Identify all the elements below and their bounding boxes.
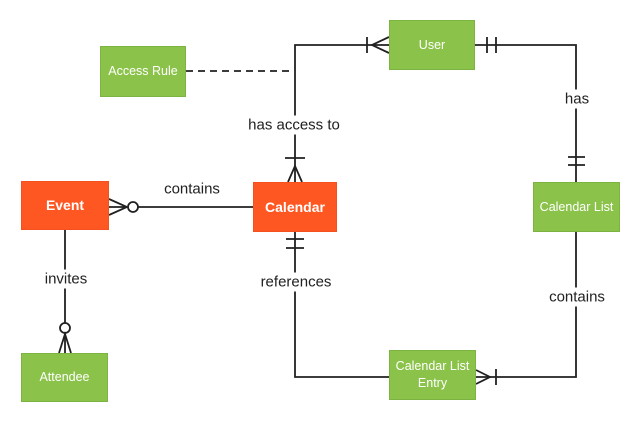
entity-label: Access Rule [108, 64, 178, 79]
connector-event-contains-calendar [108, 198, 253, 216]
connector-line [476, 232, 577, 378]
one-and-only-one-bars-icon [286, 238, 304, 249]
entity-label: User [418, 37, 446, 52]
connector-line [294, 44, 389, 182]
relationship-label-has-access-to: has access to [243, 115, 345, 135]
crow-foot-many-icon [369, 36, 390, 54]
connector-line [475, 44, 577, 182]
relationship-label-invites: invites [39, 269, 93, 289]
entity-access-rule[interactable]: Access Rule [100, 46, 186, 97]
connector-calendar-list-contains-entry [475, 232, 577, 385]
one-and-only-one-bars-icon [486, 37, 497, 53]
relationship-label-references: references [255, 272, 337, 292]
relationship-label-contains: contains [159, 179, 225, 199]
relationship-label-has: has [559, 89, 595, 109]
entity-label: Attendee [39, 370, 90, 385]
relationship-label-contains: contains [544, 287, 610, 307]
connector-line [294, 232, 389, 378]
crow-foot-many-icon [287, 163, 303, 183]
one-and-only-one-bars-icon [568, 156, 585, 166]
crow-foot-many-icon [58, 331, 72, 354]
entity-calendar-list[interactable]: Calendar List [533, 182, 620, 232]
entity-user[interactable]: User [389, 20, 475, 70]
connector-user-has-calendar-list [475, 37, 585, 182]
entity-attendee[interactable]: Attendee [21, 353, 108, 402]
connector-calendar-references-entry [286, 232, 389, 378]
entity-label: Calendar List [539, 199, 614, 214]
entity-label: Calendar [265, 198, 325, 215]
connector-calendar-has-access-to-user [285, 36, 390, 183]
entity-calendar-list-entry[interactable]: Calendar List Entry [389, 350, 476, 400]
entity-label: Calendar List Entry [395, 359, 470, 390]
entity-calendar[interactable]: Calendar [253, 182, 337, 232]
crow-foot-many-icon [108, 198, 130, 216]
entity-event[interactable]: Event [21, 181, 109, 230]
zero-or-many-circle-icon [127, 201, 139, 213]
crow-foot-many-icon [475, 369, 493, 385]
entity-label: Event [45, 197, 85, 214]
connector-event-invites-attendee [58, 230, 72, 354]
